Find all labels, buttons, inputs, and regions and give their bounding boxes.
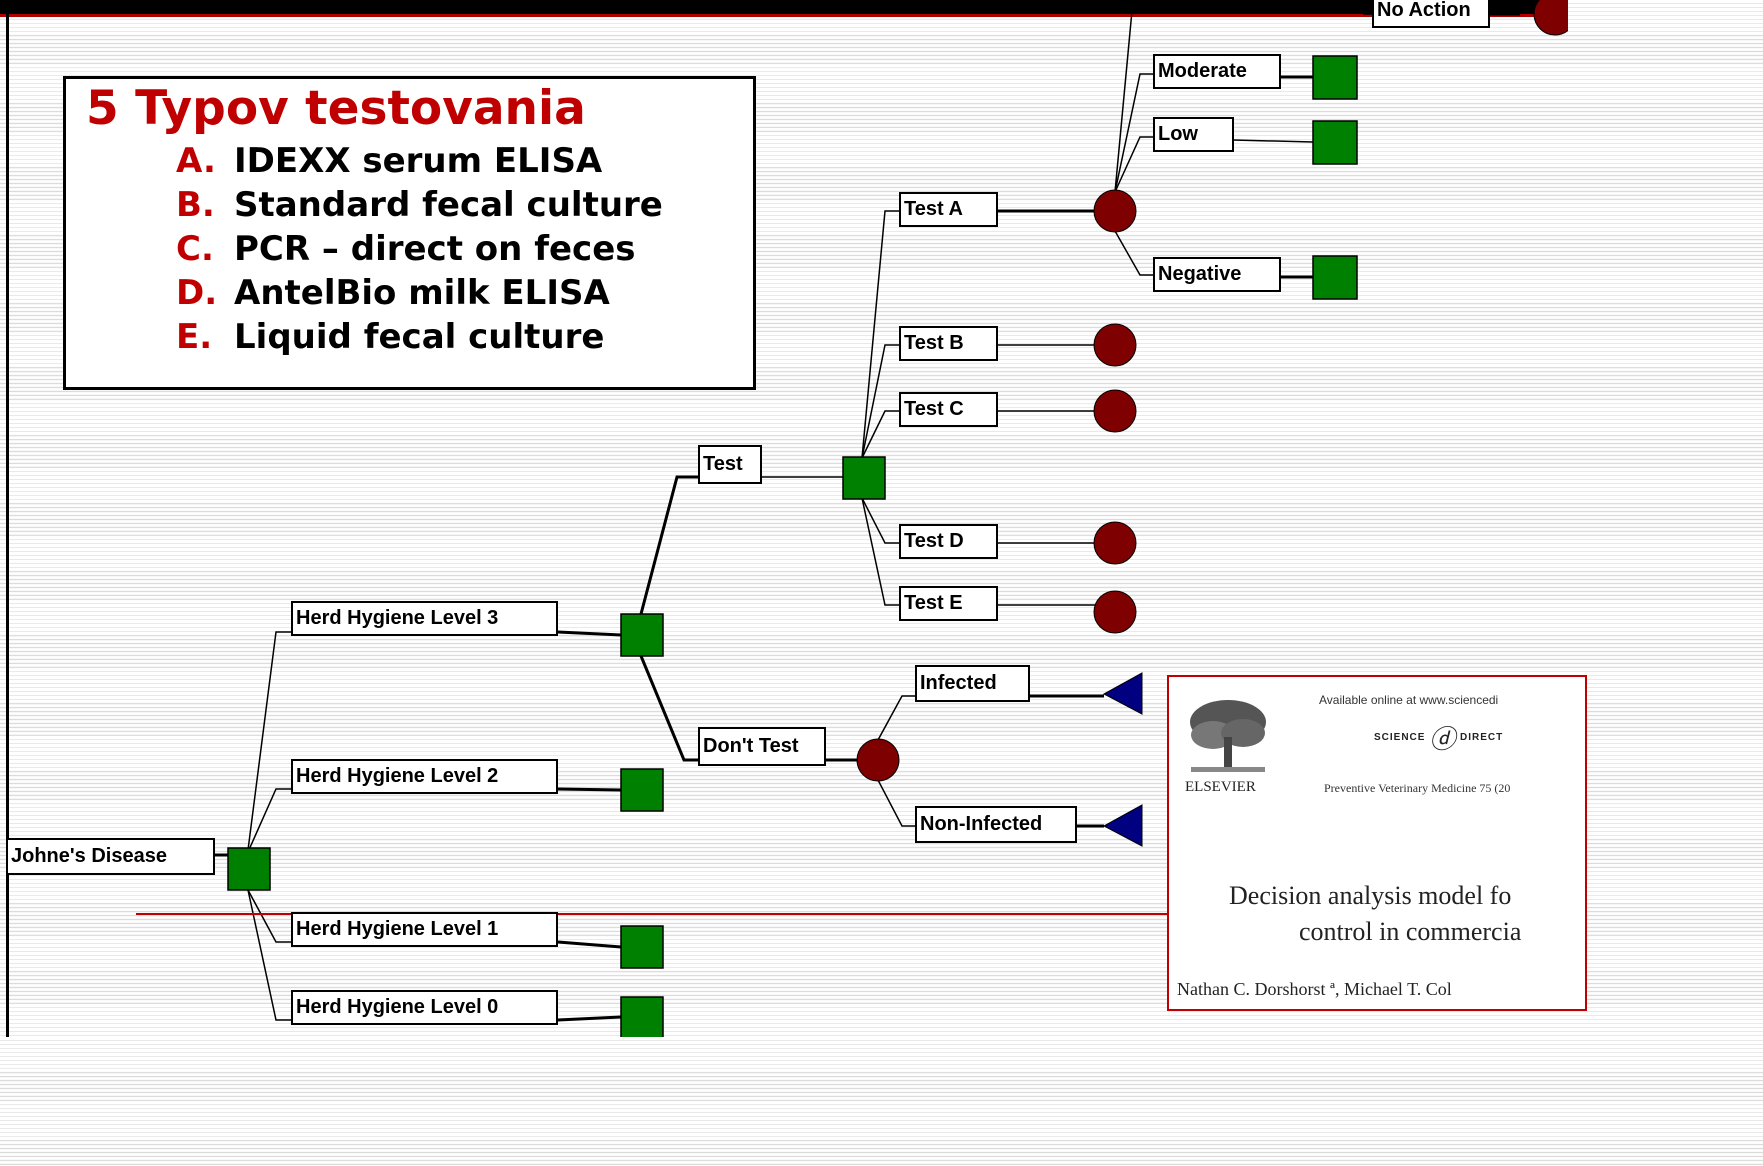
available-online-text: Available online at www.sciencedi <box>1319 693 1499 707</box>
terminal-node-infected <box>1102 672 1143 715</box>
chance-node-test-d <box>1093 521 1137 565</box>
node-test-c: Test C <box>899 392 998 427</box>
node-infected: Infected <box>915 665 1030 702</box>
node-test-a: Test A <box>899 192 998 227</box>
legend-item-d: D. AntelBio milk ELISA <box>176 273 610 313</box>
decision-node-level0 <box>620 996 664 1037</box>
legend-letter: B. <box>176 185 215 225</box>
node-test-b: Test B <box>899 326 998 361</box>
node-negative: Negative <box>1153 257 1281 292</box>
node-herd-hygiene-level-0: Herd Hygiene Level 0 <box>291 990 558 1025</box>
direct-word: DIRECT <box>1460 732 1504 744</box>
decision-node-negative <box>1312 255 1358 300</box>
node-moderate: Moderate <box>1153 54 1281 89</box>
decision-node-test <box>842 456 886 500</box>
paper-excerpt: ELSEVIER Available online at www.science… <box>1167 675 1587 1011</box>
decision-node-moderate <box>1312 55 1358 100</box>
paper-title-line-1: Decision analysis model fo <box>1229 881 1512 910</box>
legend-item-e: E. Liquid fecal culture <box>176 317 604 357</box>
chance-node-test-b <box>1093 323 1137 367</box>
chance-node-test-c <box>1093 389 1137 433</box>
node-johnes-disease: Johne's Disease <box>6 838 215 875</box>
node-non-infected: Non-Infected <box>915 806 1077 843</box>
legend-text: IDEXX serum ELISA <box>234 141 603 181</box>
chance-node-test-e <box>1093 590 1137 634</box>
sciencedirect-logo: SCIENCE ⓓ DIRECT <box>1374 719 1503 756</box>
node-no-action: No Action <box>1372 0 1490 28</box>
left-border <box>6 0 9 1037</box>
test-types-legend: 5 Typov testovania A. IDEXX serum ELISA B… <box>63 76 756 390</box>
legend-letter: C. <box>176 229 214 269</box>
decision-node-low <box>1312 120 1358 165</box>
node-low: Low <box>1153 117 1234 152</box>
decision-node-level3 <box>620 613 664 657</box>
paper-title-line-2: control in commercia <box>1299 917 1522 946</box>
top-title-bar <box>0 0 1568 17</box>
paper-authors: Nathan C. Dorshorst ª, Michael T. Col <box>1177 979 1452 999</box>
decision-node-level1 <box>620 925 664 969</box>
legend-letter: E. <box>176 317 213 357</box>
terminal-node-non-infected <box>1102 804 1143 847</box>
decision-tree-diagram <box>136 0 1568 1037</box>
node-test-e: Test E <box>899 586 998 621</box>
legend-text: Standard fecal culture <box>234 185 663 225</box>
journal-line: Preventive Veterinary Medicine 75 (20 <box>1324 781 1511 795</box>
publisher-label: ELSEVIER <box>1185 779 1256 795</box>
node-test: Test <box>698 445 762 484</box>
sd-mark-icon: ⓓ <box>1429 725 1457 754</box>
legend-letter: D. <box>176 273 218 313</box>
node-herd-hygiene-level-1: Herd Hygiene Level 1 <box>291 912 558 947</box>
chance-node-no-action <box>1533 0 1568 36</box>
elsevier-tree-logo <box>1190 700 1266 772</box>
decision-node-root <box>227 847 271 891</box>
legend-item-c: C. PCR – direct on feces <box>176 229 636 269</box>
science-word: SCIENCE <box>1374 732 1426 744</box>
legend-text: PCR – direct on feces <box>234 229 636 269</box>
node-test-d: Test D <box>899 524 998 559</box>
node-herd-hygiene-level-3: Herd Hygiene Level 3 <box>291 601 558 636</box>
decision-node-level2 <box>620 768 664 812</box>
legend-letter: A. <box>176 141 216 181</box>
legend-text: AntelBio milk ELISA <box>234 273 610 313</box>
node-herd-hygiene-level-2: Herd Hygiene Level 2 <box>291 759 558 794</box>
legend-item-a: A. IDEXX serum ELISA <box>176 141 602 181</box>
node-dont-test: Don't Test <box>698 727 826 766</box>
chance-node-test-a <box>1093 189 1137 233</box>
legend-text: Liquid fecal culture <box>234 317 605 357</box>
chance-node-dont-test <box>856 738 900 782</box>
legend-item-b: B. Standard fecal culture <box>176 185 663 225</box>
legend-title: 5 Typov testovania <box>86 81 586 136</box>
